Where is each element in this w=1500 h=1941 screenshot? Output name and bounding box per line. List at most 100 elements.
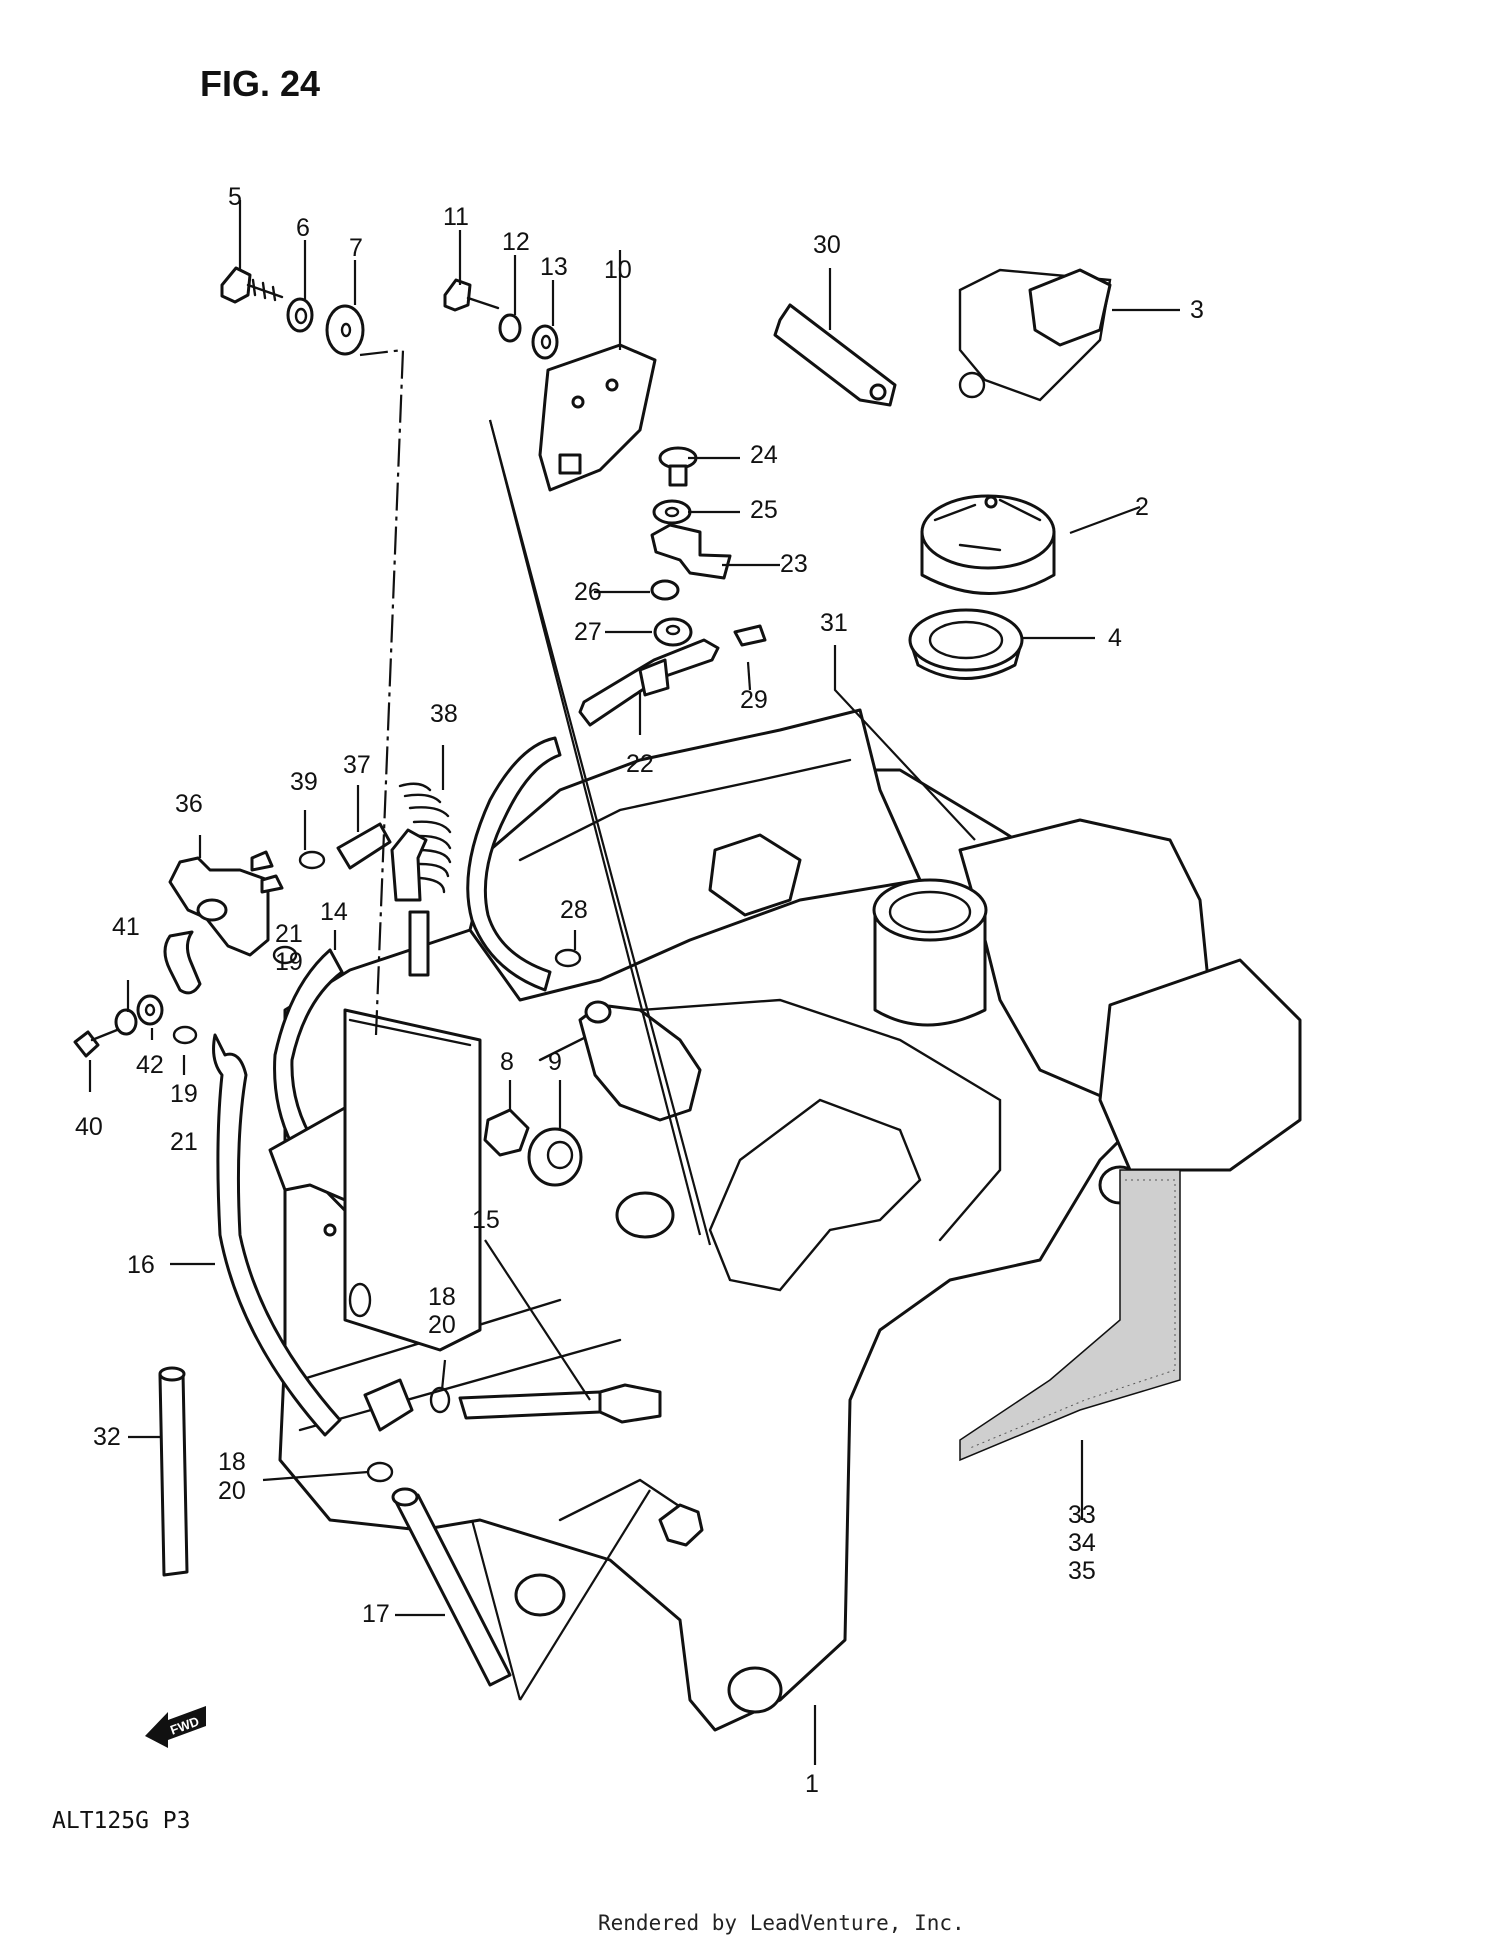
- callout-37: 37: [343, 751, 371, 779]
- mounting-boss: [615, 1191, 675, 1239]
- forward-direction-arrow: FWD: [145, 1706, 206, 1748]
- hose-37: [336, 822, 392, 870]
- callout-24: 24: [750, 441, 778, 469]
- callout-labels: 5 6 7 11 12 13 10 30 3 24 25 2 23 26 27 …: [75, 183, 1204, 1798]
- callout-21-bottom: 21: [170, 1128, 198, 1156]
- callout-23: 23: [780, 550, 808, 578]
- callout-2: 2: [1135, 493, 1149, 521]
- callout-9: 9: [548, 1048, 562, 1076]
- callout-10: 10: [604, 256, 632, 284]
- tank-support: [343, 1008, 482, 1352]
- nut-26: [650, 579, 680, 601]
- callout-1: 1: [805, 1770, 819, 1798]
- bolt-5: [220, 266, 284, 304]
- leader-lines: [88, 200, 1180, 1765]
- filler-neck: [872, 878, 988, 1027]
- heat-shield-pad: [959, 1169, 1181, 1462]
- clamp-bracket-23: [650, 523, 732, 580]
- figure-title: FIG. 24: [200, 63, 320, 104]
- callout-19-top: 19: [275, 948, 303, 976]
- callout-20-bottom: 20: [218, 1477, 246, 1505]
- mounting-boss: [727, 1666, 783, 1714]
- screw-24: [658, 446, 698, 487]
- hose-joint-29: [733, 624, 767, 647]
- callout-42: 42: [136, 1051, 164, 1079]
- washer-42: [136, 994, 164, 1026]
- callout-17: 17: [362, 1600, 390, 1628]
- render-credit: Rendered by LeadVenture, Inc.: [598, 1911, 965, 1935]
- callout-28: 28: [560, 896, 588, 924]
- callout-7: 7: [349, 234, 363, 262]
- washer-41: [114, 1008, 138, 1036]
- callout-13: 13: [540, 253, 568, 281]
- hose-32: [158, 1366, 189, 1577]
- elbow-hose: [390, 828, 428, 902]
- callout-34: 34: [1068, 1529, 1096, 1557]
- cap-gasket: [908, 608, 1024, 680]
- clip-18-20-upper: [429, 1386, 451, 1414]
- callout-35: 35: [1068, 1557, 1096, 1585]
- callout-30: 30: [813, 231, 841, 259]
- washer-13: [531, 324, 559, 360]
- callout-11: 11: [443, 203, 469, 231]
- fuel-cap: [920, 494, 1056, 595]
- callout-14: 14: [320, 898, 348, 926]
- hose-end-fitting: [363, 1378, 414, 1432]
- callout-31: 31: [820, 609, 848, 637]
- tank-bracket: [538, 343, 657, 492]
- collar-27: [653, 617, 693, 647]
- callout-22: 22: [626, 750, 654, 778]
- washer-7: [325, 304, 365, 356]
- hose-segment: [408, 910, 430, 977]
- fuel-valve: [163, 850, 284, 995]
- callout-18-top: 18: [428, 1283, 456, 1311]
- callout-33: 33: [1068, 1501, 1096, 1529]
- callout-15: 15: [472, 1206, 500, 1234]
- callout-40: 40: [75, 1113, 103, 1141]
- callout-12: 12: [502, 228, 530, 256]
- callout-21-top: 21: [275, 920, 303, 948]
- fuel-tank-hump: [958, 818, 1302, 1172]
- callout-20-top: 20: [428, 1311, 456, 1339]
- clip-39: [298, 850, 326, 870]
- callout-3: 3: [1190, 296, 1204, 324]
- model-code: ALT125G P3: [52, 1808, 190, 1834]
- callout-16: 16: [127, 1251, 155, 1279]
- clip-28: [554, 948, 582, 968]
- callout-39: 39: [290, 768, 318, 796]
- callout-4: 4: [1108, 624, 1122, 652]
- clip-19-21-left: [172, 945, 298, 1045]
- fwd-label: FWD: [168, 1713, 201, 1737]
- callout-29: 29: [740, 686, 768, 714]
- callout-32: 32: [93, 1423, 121, 1451]
- coiled-spring-38: [398, 782, 452, 894]
- callout-27: 27: [574, 618, 602, 646]
- callout-41: 41: [112, 913, 140, 941]
- washer-25: [652, 499, 692, 525]
- grommet-9: [527, 1127, 583, 1187]
- fuel-hose-16: [212, 1033, 342, 1437]
- tank-top-recess: [708, 833, 802, 917]
- cap-retainer-strap: [958, 268, 1112, 402]
- callout-18-bottom: 18: [218, 1448, 246, 1476]
- callout-8: 8: [500, 1048, 514, 1076]
- breather-hose-22: [578, 638, 720, 727]
- assembly-lines: [359, 348, 712, 1701]
- callout-19-bottom: 19: [170, 1080, 198, 1108]
- washer-12: [498, 313, 522, 343]
- washer-6: [286, 297, 314, 333]
- callout-36: 36: [175, 790, 203, 818]
- callout-38: 38: [430, 700, 458, 728]
- drain-hose-15: [458, 1383, 662, 1424]
- hose-clamp-strap: [773, 303, 897, 407]
- callout-5: 5: [228, 183, 242, 211]
- callout-25: 25: [750, 496, 778, 524]
- vent-hose: [466, 736, 562, 992]
- tank-side-block: [1098, 958, 1302, 1172]
- mounting-boss: [514, 1573, 566, 1617]
- hose-17: [391, 1487, 512, 1687]
- bolt-11: [443, 278, 500, 312]
- drain-fitting: [658, 1503, 704, 1547]
